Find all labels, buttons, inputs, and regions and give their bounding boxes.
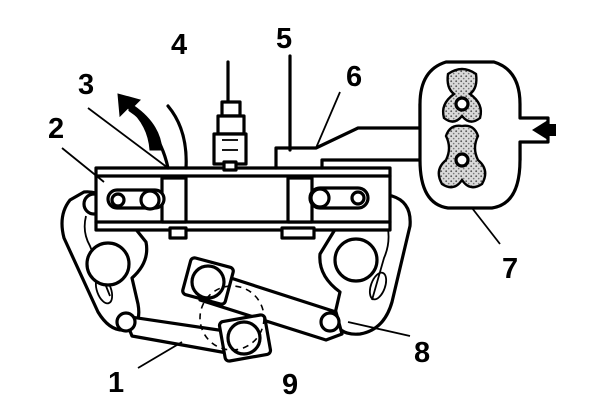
label-7: 7 [502,253,518,285]
leader-lines [61,91,501,369]
label-1: 1 [108,367,124,399]
curved-arrow-icon [117,93,163,151]
injector [212,60,248,172]
label-8: 8 [414,337,430,369]
right-connecting-rod [181,256,344,342]
output-shaft-path [199,285,265,351]
right-piston [286,176,370,224]
blower-rotor-upper [441,67,483,123]
label-2: 2 [48,113,64,145]
label-3: 3 [78,69,94,101]
right-crankshaft [333,237,379,283]
left-crankshaft [85,241,131,287]
left-piston [106,176,188,224]
roots-blower [418,60,550,210]
label-5: 5 [276,23,292,55]
label-4: 4 [171,29,187,61]
label-6: 6 [346,61,362,93]
left-connecting-rod [115,311,273,363]
label-9: 9 [282,369,298,401]
inlet-arrow-icon [532,120,556,140]
